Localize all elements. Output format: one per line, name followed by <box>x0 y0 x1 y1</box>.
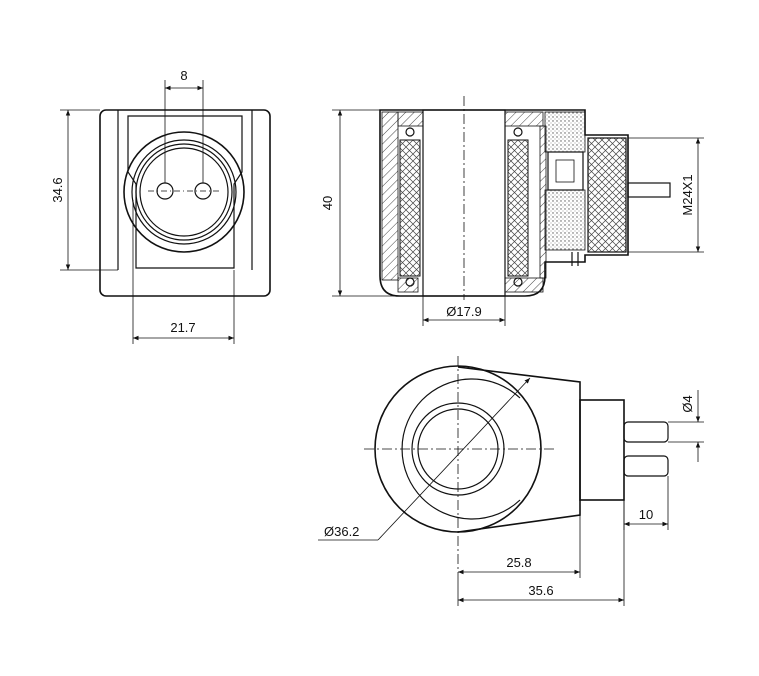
section-seal-left <box>405 127 415 137</box>
top-view: Ø36.2 Ø4 10 25.8 35.6 <box>318 356 704 606</box>
top-pin-upper <box>623 421 669 443</box>
front-view: 8 34.6 21.7 <box>50 68 271 344</box>
section-coil-right <box>507 139 529 277</box>
dim-top-overall: 35.6 <box>528 583 553 598</box>
section-seal-bottom-left <box>405 277 415 287</box>
section-potting-top <box>544 111 586 153</box>
section-terminal-inner <box>555 159 575 183</box>
section-body-outline <box>379 109 629 297</box>
section-potting-bottom <box>544 189 586 251</box>
top-pin-lower <box>623 455 669 477</box>
section-thread-connector <box>587 137 627 253</box>
dim-top-outer-dia: Ø36.2 <box>324 524 359 539</box>
front-outer-ring <box>123 131 245 253</box>
front-connector-frame <box>127 115 243 269</box>
front-ring-3 <box>135 143 233 241</box>
front-housing-outline <box>99 109 271 297</box>
top-dia-leader <box>377 377 531 541</box>
section-left-wall-hatch <box>381 111 399 281</box>
dim-section-thread: M24X1 <box>680 174 695 215</box>
section-coil-left <box>399 139 421 277</box>
front-ring-4 <box>139 147 229 237</box>
dim-pin-spacing: 8 <box>180 68 187 83</box>
dim-front-height: 34.6 <box>50 177 65 202</box>
dim-section-bore: Ø17.9 <box>446 304 481 319</box>
section-seal-bottom-right <box>513 277 523 287</box>
section-seal-right <box>513 127 523 137</box>
section-top-left-hatch <box>397 111 424 127</box>
dim-top-pin-length: 10 <box>639 507 653 522</box>
dim-top-pin-dia: Ø4 <box>680 395 695 412</box>
top-connector-body <box>579 399 625 501</box>
section-bottom-right-hatch <box>504 277 544 293</box>
section-terminal-block <box>547 151 584 191</box>
section-view: 40 Ø17.9 M24X1 <box>320 96 704 326</box>
dim-front-width: 21.7 <box>170 320 195 335</box>
section-top-right-hatch <box>504 111 544 127</box>
section-pin <box>627 182 671 198</box>
dim-section-height: 40 <box>320 196 335 210</box>
front-ring-2 <box>131 139 237 245</box>
dim-top-center-to-face: 25.8 <box>506 555 531 570</box>
